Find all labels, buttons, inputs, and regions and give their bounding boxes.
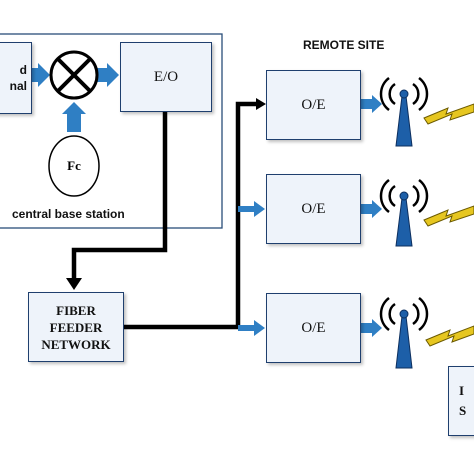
arrow-oscillator-to-mixer (62, 102, 86, 132)
oe-converter-box-3: O/E (266, 293, 361, 363)
input-signal-line-2: nal (9, 79, 27, 93)
arrow-input-to-mixer (30, 63, 50, 87)
branch-arrow-2 (238, 201, 265, 217)
fiber-feeder-line-2: FEEDER (49, 319, 103, 335)
oscillator-circle (48, 135, 100, 197)
arrow-mixer-to-eo (95, 63, 119, 87)
mixer-icon (49, 50, 99, 100)
branch-arrow-3 (238, 320, 265, 336)
central-station-label: central base station (12, 207, 125, 221)
remote-site-label: REMOTE SITE (303, 38, 385, 52)
fiber-trunk-to-remote (124, 101, 258, 330)
lightning-icon (423, 103, 474, 125)
partial-box-line-2: S (459, 403, 467, 418)
fiber-arrowhead-right (256, 98, 266, 110)
lightning-icon (425, 325, 474, 347)
oe-label: O/E (301, 319, 326, 336)
fiber-feeder-line-1: FIBER (56, 302, 96, 318)
arrow-oe1-to-antenna (361, 95, 382, 113)
input-signal-box: d nal (0, 42, 32, 114)
partial-box: I S (448, 366, 474, 436)
partial-box-line-1: I (459, 383, 465, 398)
oe-label: O/E (301, 200, 326, 217)
fiber-arrowhead-down (66, 278, 82, 290)
central-station-frame (0, 33, 223, 229)
eo-label: E/O (153, 68, 179, 85)
fiber-feeder-box: FIBER FEEDER NETWORK (28, 292, 124, 362)
oe-label: O/E (301, 96, 326, 113)
eo-converter-box: E/O (120, 42, 212, 112)
fiber-eo-to-feeder (71, 112, 168, 282)
oe-converter-box-2: O/E (266, 174, 361, 244)
arrow-oe2-to-antenna (361, 200, 382, 218)
antenna-icon (379, 179, 429, 247)
arrow-oe3-to-antenna (361, 319, 382, 337)
antenna-icon (379, 77, 429, 147)
oscillator-label: Fc (67, 158, 81, 173)
antenna-icon (379, 297, 429, 369)
lightning-icon (423, 205, 474, 227)
oe-converter-box-1: O/E (266, 70, 361, 140)
input-signal-line-1: d (19, 63, 27, 77)
fiber-feeder-line-3: NETWORK (41, 336, 111, 352)
